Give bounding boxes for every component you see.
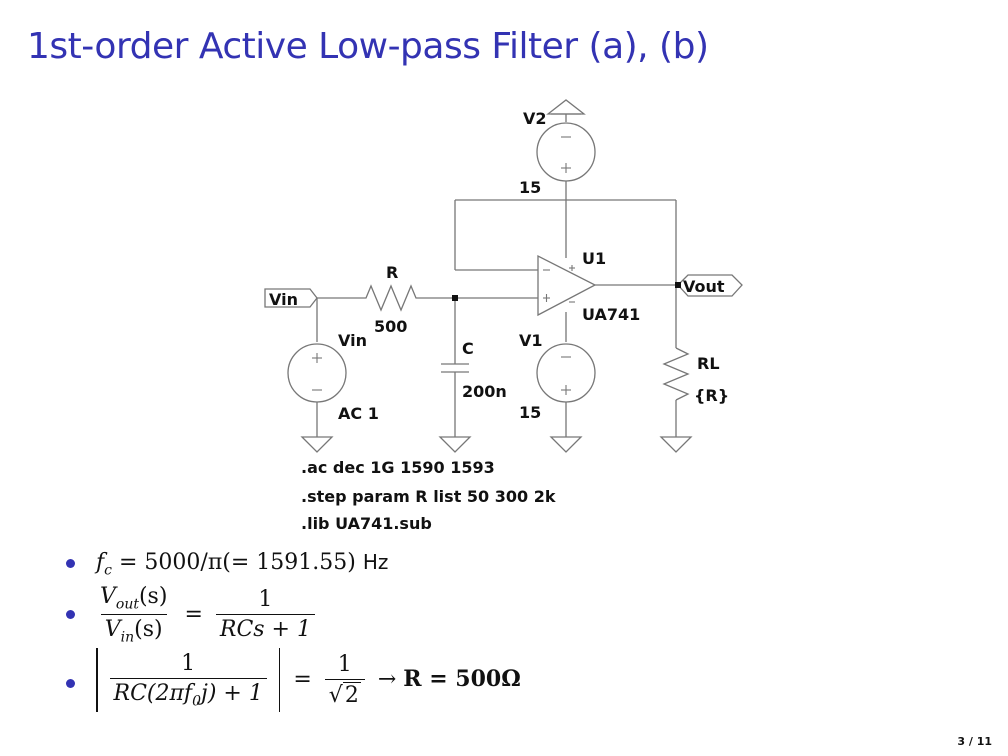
vin-source-symbol (287, 343, 347, 403)
result-expression: R = 500Ω (403, 666, 521, 692)
v1-value: 15 (519, 403, 541, 422)
resistor-r-symbol (356, 284, 426, 312)
spice-directive: .lib UA741.sub (301, 514, 432, 533)
v1-label: V1 (519, 331, 543, 350)
ground-icon (549, 436, 583, 453)
v2-value: 15 (519, 178, 541, 197)
u1-model: UA741 (582, 305, 640, 324)
vin-port-symbol (264, 288, 318, 308)
ground-icon (438, 436, 472, 453)
abs-bar-right (278, 648, 281, 712)
math-expression: = (293, 667, 312, 692)
math-expression: (s) (138, 584, 168, 609)
ground-icon (300, 436, 334, 453)
abs-bar-left (96, 648, 98, 712)
vdd-arrow-icon (546, 99, 586, 115)
bullet-magnitude-condition: 1 RC(2πf0j) + 1 = 1 √2 → R = 500Ω (66, 648, 521, 712)
math-subscript: c (104, 562, 112, 579)
bullet-dot (66, 559, 75, 568)
unit-label: Hz (362, 550, 389, 574)
math-expression: = 5000/π(= 1591.55) (119, 550, 356, 575)
sqrt-fraction: 1 √2 (324, 652, 365, 708)
junction-dot (675, 282, 681, 288)
math-expression: RC(2πf (113, 680, 193, 706)
resistor-r-value: 500 (374, 317, 407, 336)
math-expression: RCs + 1 (215, 614, 315, 642)
magnitude-fraction: 1 RC(2πf0j) + 1 (109, 650, 267, 710)
rl-value: {R} (694, 386, 729, 405)
capacitor-c-label: C (462, 339, 474, 358)
math-expression: (s) (134, 617, 163, 643)
math-symbol: V (104, 617, 121, 643)
u1-label: U1 (582, 249, 606, 268)
vin-port-label: Vin (269, 290, 298, 309)
vout-port-label: Vout (683, 277, 725, 296)
capacitor-c-value: 200n (462, 382, 507, 401)
vout-port-symbol (677, 274, 743, 297)
vin-source-label: Vin (338, 331, 367, 350)
math-subscript: in (120, 629, 135, 646)
spice-directive: .ac dec 1G 1590 1593 (301, 458, 495, 477)
math-expression: = (184, 601, 203, 627)
bullet-dot (66, 679, 75, 688)
math-subscript: 0 (192, 693, 202, 710)
math-expression: 2 (342, 682, 361, 708)
ground-icon (659, 436, 693, 453)
math-symbol: f (96, 550, 105, 575)
arrow-icon: → (377, 667, 397, 692)
rl-label: RL (697, 354, 720, 373)
math-symbol: V (100, 584, 116, 609)
resistor-r-label: R (386, 263, 398, 282)
resistor-rl-symbol (662, 347, 690, 401)
op-amp-symbol (537, 254, 597, 317)
math-expression: 1 (181, 650, 196, 676)
page-number: 3 / 11 (957, 735, 992, 748)
bullet-cutoff-frequency: fc = 5000/π(= 1591.55) Hz (66, 550, 388, 578)
math-expression: j) + 1 (201, 680, 263, 706)
vin-source-value: AC 1 (338, 404, 379, 423)
math-expression: 1 (258, 587, 273, 613)
slide-title: 1st-order Active Low-pass Filter (a), (b… (27, 26, 709, 67)
math-subscript: out (115, 596, 139, 613)
junction-dot (452, 295, 458, 301)
bullet-transfer-function: Vout(s) Vin(s) = 1 RCs + 1 (66, 584, 321, 646)
transfer-fraction: Vout(s) Vin(s) (96, 584, 171, 646)
v2-label: V2 (523, 109, 547, 128)
rhs-fraction: 1 RCs + 1 (215, 587, 315, 642)
spice-directive: .step param R list 50 300 2k (301, 487, 556, 506)
sqrt-icon: √ (328, 683, 343, 708)
bullet-dot (66, 610, 75, 619)
math-expression: 1 (337, 652, 352, 677)
